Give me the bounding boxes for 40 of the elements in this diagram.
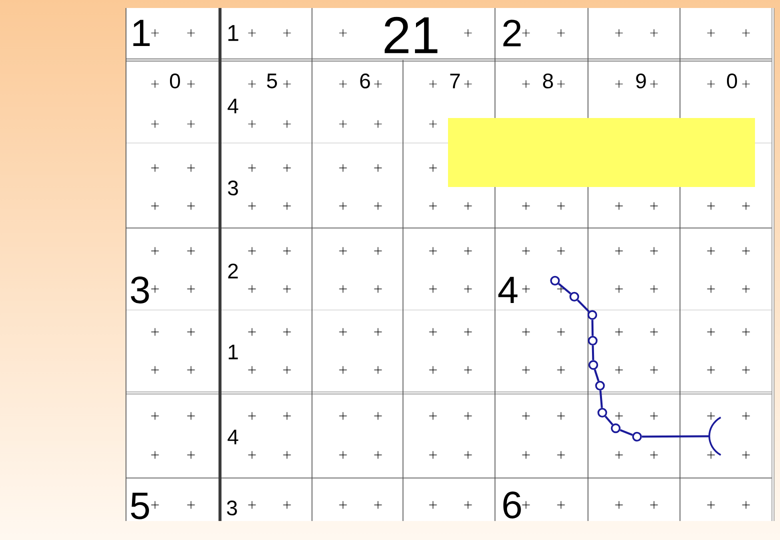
grid-number: 1 (133, 20, 150, 46)
grid-number: 8 (543, 74, 553, 88)
grid-number: 3 (226, 500, 237, 516)
grid-number: 3 (228, 180, 238, 196)
route-point (597, 408, 608, 418)
route-point (550, 276, 560, 286)
grid-number: 3 (130, 276, 149, 304)
arc-symbol (708, 416, 722, 456)
grid-number: 0 (726, 74, 738, 88)
route-line (577, 299, 590, 312)
route-point (588, 360, 598, 370)
route-line (620, 429, 633, 436)
grid-number: 7 (450, 74, 460, 88)
route-point (587, 310, 598, 320)
grid-number: 4 (498, 276, 518, 304)
route-line (599, 390, 603, 408)
grid-number: 6 (503, 492, 521, 518)
route-line (591, 320, 594, 336)
grid-number: 9 (636, 74, 646, 88)
route-point (588, 336, 598, 346)
grid-number: 1 (228, 25, 238, 41)
route-line (604, 416, 614, 426)
route-point (610, 423, 621, 434)
grid-number: 5 (130, 492, 149, 520)
grid-number: 2 (503, 20, 521, 46)
route-line (558, 283, 572, 294)
route-line (594, 369, 600, 382)
grid-number: 4 (228, 430, 238, 444)
route-point (595, 380, 605, 391)
grid-number: 5 (267, 74, 277, 88)
route-line (592, 346, 594, 360)
grid-number: 6 (360, 74, 370, 88)
route-line (642, 435, 709, 438)
grid-number: 21 (384, 16, 438, 54)
grid-number: 0 (170, 74, 180, 88)
grid-number: 1 (228, 344, 238, 360)
grid-number: 4 (228, 98, 238, 114)
route-point (632, 432, 642, 442)
grid-number: 2 (228, 264, 238, 278)
route-point (569, 292, 580, 302)
